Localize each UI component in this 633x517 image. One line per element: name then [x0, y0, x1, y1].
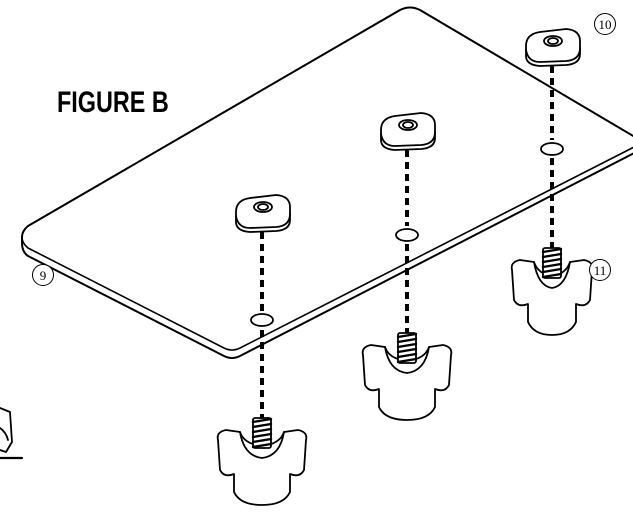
- callout-t-nut: 10: [594, 13, 616, 35]
- partial-part: [0, 407, 24, 460]
- figure-title: FIGURE B: [57, 86, 169, 119]
- knob-screw: [361, 332, 453, 421]
- plate-hole: [540, 142, 564, 156]
- knob-screw: [510, 247, 594, 336]
- callout-plate-label: 9: [39, 267, 47, 283]
- plate-hole: [395, 228, 419, 242]
- base-plate: [21, 6, 633, 359]
- callout-t-nut-label: 10: [598, 16, 612, 32]
- t-nut: [380, 112, 436, 151]
- alignment-lines: [260, 66, 554, 418]
- callout-knob-label: 11: [593, 262, 607, 278]
- knob-screw: [216, 417, 308, 506]
- t-nut: [235, 194, 291, 233]
- t-nut: [525, 28, 581, 67]
- callout-plate: 9: [32, 264, 54, 286]
- plate-hole: [250, 313, 274, 327]
- callout-knob: 11: [589, 259, 611, 281]
